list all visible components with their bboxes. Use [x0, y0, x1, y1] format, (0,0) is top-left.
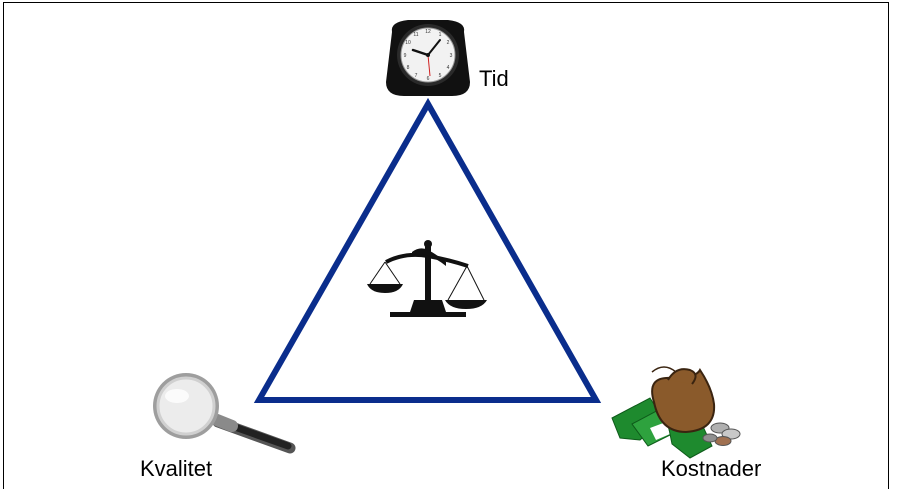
label-kostnader: Kostnader — [661, 456, 762, 481]
balance-triangle — [253, 97, 602, 403]
label-tid: Tid — [479, 66, 509, 91]
label-kvalitet: Kvalitet — [140, 456, 213, 481]
balance-scale-icon — [367, 240, 487, 317]
svg-text:1: 1 — [439, 32, 442, 38]
svg-text:10: 10 — [405, 40, 411, 46]
svg-text:2: 2 — [447, 40, 450, 46]
svg-text:11: 11 — [413, 32, 418, 38]
svg-text:7: 7 — [415, 73, 418, 79]
svg-text:5: 5 — [439, 73, 442, 79]
svg-text:9: 9 — [404, 53, 407, 59]
svg-text:6: 6 — [427, 76, 430, 82]
slide-frame — [3, 2, 889, 489]
svg-text:3: 3 — [450, 53, 453, 59]
svg-text:12: 12 — [425, 29, 431, 35]
svg-text:4: 4 — [447, 65, 450, 71]
money-bag-icon — [611, 366, 741, 459]
svg-text:8: 8 — [407, 65, 410, 71]
magnifying-glass-icon — [153, 373, 296, 454]
